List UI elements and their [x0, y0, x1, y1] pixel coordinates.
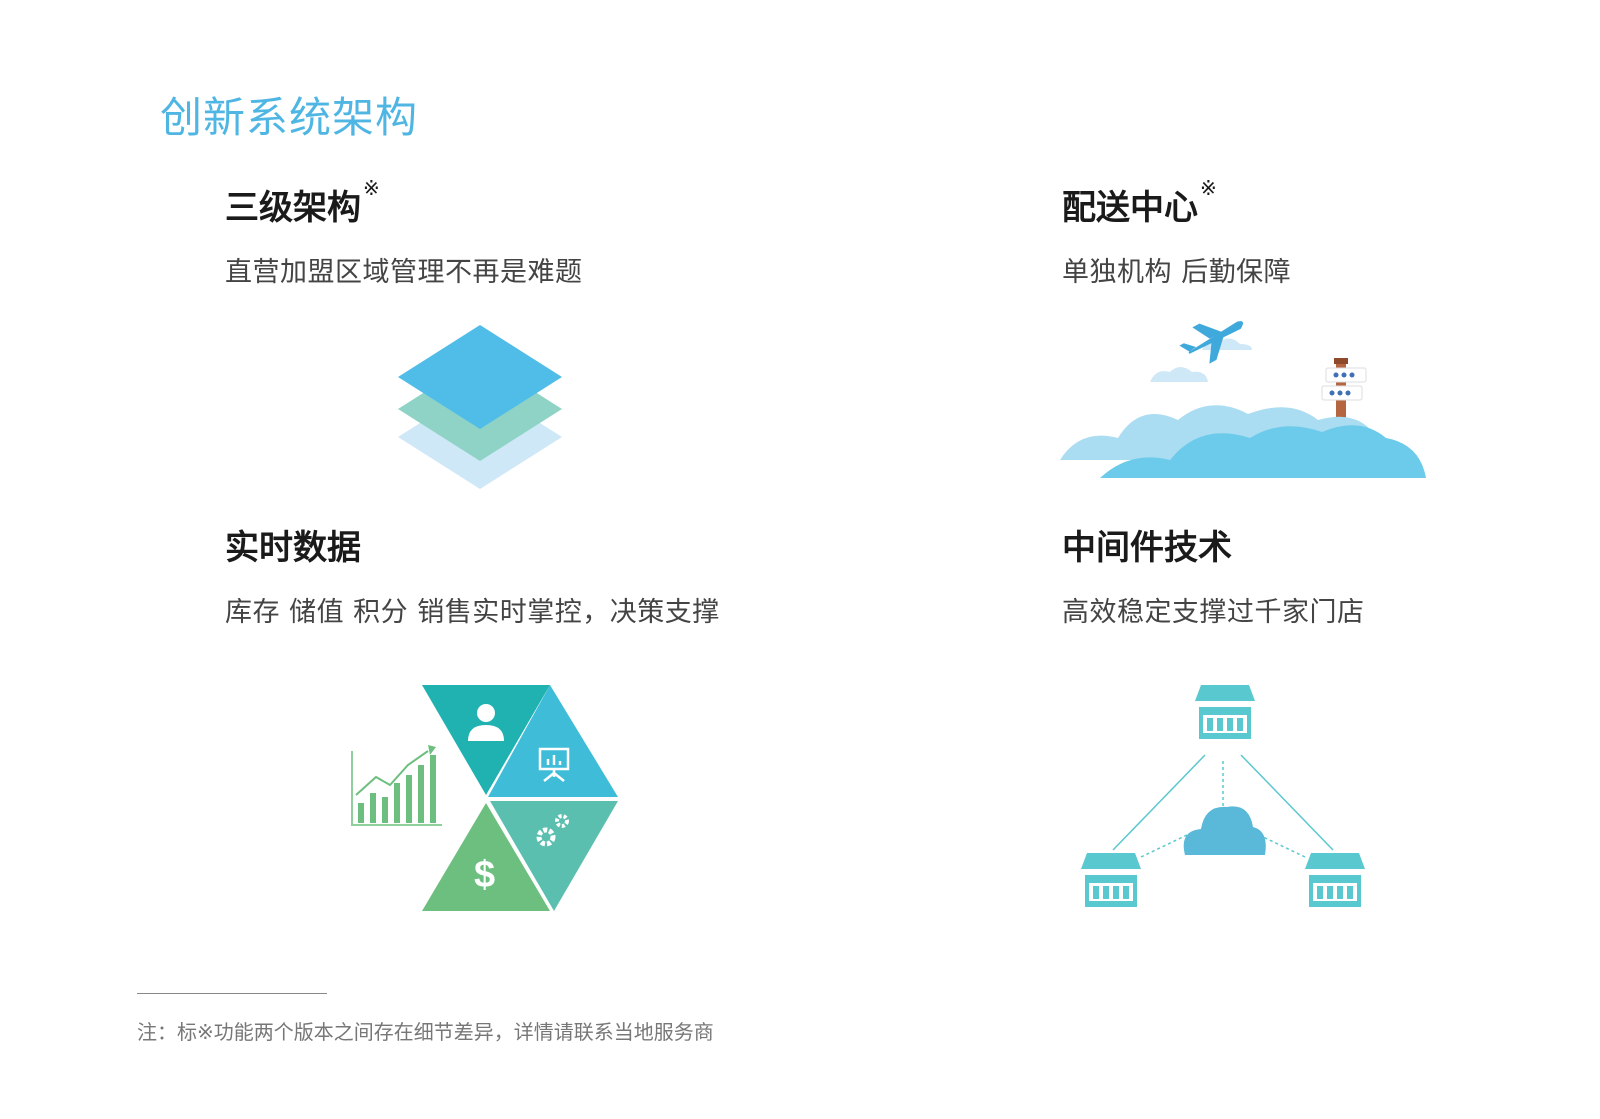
triangle-presentation: [488, 685, 618, 797]
page-title: 创新系统架构: [160, 93, 419, 142]
store-icon-left: [1081, 853, 1141, 907]
presentation-icon: [538, 747, 570, 782]
airplane: [1179, 321, 1244, 364]
feature-title-text: 三级架构: [225, 188, 361, 228]
feature-desc-realtime-data: 库存 储值 积分 销售实时掌控，决策支撑: [225, 597, 720, 628]
triangle-gears: [490, 801, 618, 911]
triangle-dollar: [422, 803, 550, 911]
layers-icon: [398, 325, 562, 489]
airplane-clouds-icon: [1060, 321, 1426, 478]
data-triangles-icon: $: [351, 685, 618, 911]
feature-title-realtime-data: 实时数据: [225, 528, 361, 568]
store-icon-top: [1195, 685, 1255, 739]
store-network-icon: [1081, 685, 1365, 907]
feature-desc-three-level: 直营加盟区域管理不再是难题: [225, 257, 583, 288]
feature-title-distribution: 配送中心※: [1062, 176, 1217, 229]
signpost: [1321, 358, 1367, 418]
variant-mark: ※: [363, 176, 380, 200]
cloud-front: [1100, 425, 1426, 478]
dollar-icon: $: [474, 854, 495, 896]
footnote-divider: [137, 993, 327, 994]
feature-title-middleware: 中间件技术: [1062, 528, 1232, 568]
feature-desc-middleware: 高效稳定支撑过千家门店: [1062, 597, 1365, 628]
gears-icon: [536, 814, 569, 847]
store-icon-right: [1305, 853, 1365, 907]
feature-title-text: 配送中心: [1062, 188, 1198, 228]
growth-chart-icon: [351, 745, 442, 826]
footnote: 注：标※功能两个版本之间存在细节差异，详情请联系当地服务商: [137, 1020, 714, 1044]
feature-desc-distribution: 单独机构 后勤保障: [1062, 257, 1292, 288]
user-icon: [468, 704, 504, 741]
layer-top: [398, 325, 562, 429]
variant-mark: ※: [1200, 176, 1217, 200]
cloud-icon: [1183, 806, 1266, 855]
small-cloud: [1150, 367, 1208, 382]
feature-title-three-level: 三级架构※: [225, 176, 380, 229]
